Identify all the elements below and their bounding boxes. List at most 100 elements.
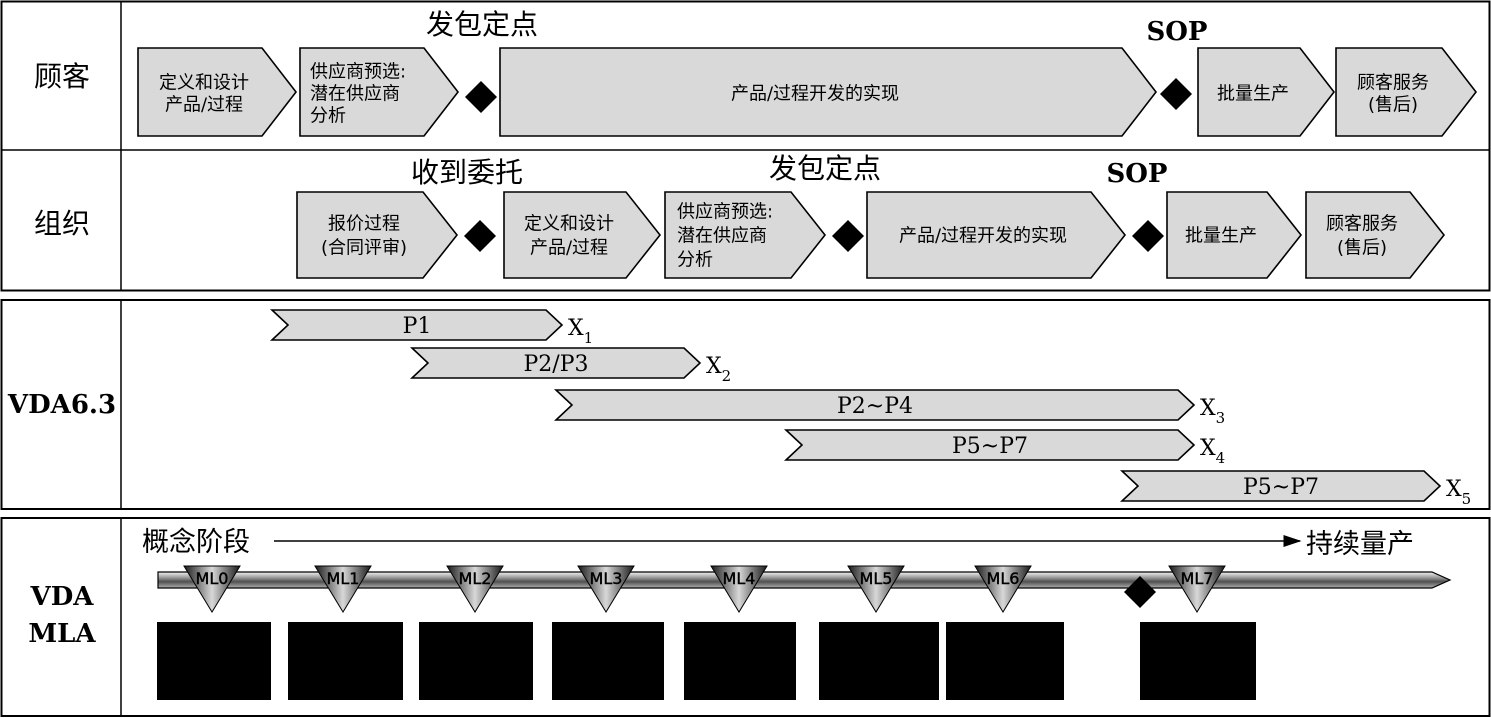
maturity-level-code: ML4 bbox=[723, 569, 756, 588]
maturity-level-code: ML1 bbox=[327, 569, 360, 588]
diamond-mla bbox=[1124, 576, 1156, 608]
maturity-level-text: 创新 bbox=[195, 664, 233, 686]
vda63-phase-label: P1 bbox=[403, 314, 432, 339]
maturity-level-text: 任移交至生产/ bbox=[1144, 652, 1252, 672]
customer-milestone-sop: SOP bbox=[1147, 17, 1208, 47]
maturity-level-marker bbox=[314, 565, 372, 613]
maturity-level-marker bbox=[183, 565, 241, 613]
organization-step-arrows: 报价过程(合同评审)定义和设计产品/过程供应商预选:潜在供应商分析产品/过程开发… bbox=[296, 191, 1446, 279]
vda63-gate-label: X4 bbox=[1200, 436, 1225, 467]
maturity-level-text: 及要求的管理 bbox=[295, 676, 397, 696]
customer-step-arrow bbox=[137, 47, 298, 137]
organization-step-label: 产品/过程开发的实现 bbox=[899, 225, 1067, 246]
vda63-gate-index: 5 bbox=[1462, 490, 1472, 508]
vda63-gate-index: 1 bbox=[584, 329, 594, 347]
organization-step-label: (售后) bbox=[1337, 237, 1387, 258]
maturity-level-text: 出产品 bbox=[854, 676, 905, 696]
customer-step-arrow bbox=[1197, 47, 1336, 137]
vda63-phase-label: P5~P7 bbox=[952, 434, 1028, 459]
organization-step-arrow bbox=[866, 191, 1127, 279]
maturity-level-code: ML3 bbox=[590, 569, 623, 588]
organization-step-label: (合同评审) bbox=[321, 237, 407, 258]
row-label-customer: 顾客 bbox=[34, 60, 90, 93]
customer-step-arrow bbox=[1335, 47, 1478, 137]
maturity-level-text: 项目结束/责 bbox=[1153, 628, 1244, 648]
maturity-level-text: 及下订单 bbox=[438, 664, 514, 686]
customer-step-arrows: 定义和设计产品/过程供应商预选:潜在供应商分析产品/过程开发的实现批量生产顾客服… bbox=[137, 47, 1478, 137]
row-label-vda63: VDA6.3 bbox=[7, 390, 116, 420]
customer-step-label: 批量生产 bbox=[1217, 83, 1289, 104]
maturity-level-text: 生产开发 bbox=[176, 638, 252, 660]
customer-step-label: 供应商预选: bbox=[310, 61, 406, 82]
vda63-gate-label: X5 bbox=[1446, 477, 1471, 508]
maturity-level-text: 技术规范 bbox=[570, 638, 646, 660]
org-milestone-order-received: 收到委托 bbox=[411, 156, 523, 189]
maturity-level-text: 从量产的工 bbox=[837, 628, 922, 648]
maturity-level-box bbox=[288, 622, 403, 700]
maturity-level-text: 完成 bbox=[721, 664, 759, 686]
customer-step-arrow bbox=[499, 47, 1158, 137]
mla-end-label: 持续量产 bbox=[1306, 529, 1414, 560]
diamond-org-sop bbox=[1132, 220, 1164, 252]
maturity-level-code: ML6 bbox=[987, 569, 1020, 588]
vda63-phase-bar bbox=[1119, 470, 1442, 502]
organization-step-label: 报价过程 bbox=[328, 213, 400, 234]
customer-step-label: 产品/过程 bbox=[165, 94, 243, 115]
mla-section: VDA MLA 概念阶段 持续量产 ML0生产开发创新ML1对即将发布的委托内容… bbox=[0, 517, 1491, 717]
customer-step-label: 顾客服务 bbox=[1357, 72, 1429, 93]
organization-step-label: 分析 bbox=[677, 249, 713, 270]
org-milestone-award: 发包定点 bbox=[769, 152, 881, 185]
row-label-organization: 组织 bbox=[34, 207, 90, 240]
vda63-phase-bar bbox=[409, 347, 702, 379]
organization-step-arrow bbox=[503, 191, 662, 279]
maturity-level-code: ML5 bbox=[860, 569, 893, 588]
vda63-gate-label: X2 bbox=[706, 354, 731, 385]
row-label-vda: VDA bbox=[30, 582, 95, 612]
maturity-level-marker bbox=[847, 565, 905, 613]
organization-step-label: 供应商预选: bbox=[677, 201, 773, 222]
maturity-level-text: 定义供应链 bbox=[428, 638, 523, 660]
vda63-frame bbox=[0, 299, 1491, 510]
maturity-level-text: 对即将发布 bbox=[303, 628, 388, 648]
mla-frame bbox=[0, 517, 1491, 717]
maturity-level-text: 的委托内容 bbox=[303, 652, 388, 672]
maturity-level-box bbox=[946, 622, 1064, 700]
organization-step-arrow bbox=[1305, 191, 1446, 279]
maturity-level-marker bbox=[710, 565, 768, 613]
organization-step-label: 定义和设计 bbox=[524, 213, 614, 234]
maturity-level-box bbox=[157, 622, 271, 700]
maturity-level-box bbox=[419, 622, 533, 700]
vda63-phase-label: P5~P7 bbox=[1243, 475, 1319, 500]
maturity-level-code: ML7 bbox=[1181, 569, 1214, 588]
maturity-level-code: ML0 bbox=[196, 569, 229, 588]
maturity-level-text: 产品和过程 bbox=[957, 638, 1052, 660]
maturity-level-box bbox=[552, 622, 664, 700]
maturity-level-box bbox=[819, 622, 939, 700]
customer-step-label: 潜在供应商 bbox=[310, 83, 400, 104]
maturity-level-marker bbox=[1168, 565, 1226, 613]
vda63-gate-index: 4 bbox=[1216, 449, 1226, 467]
vda63-gate-index: 2 bbox=[722, 367, 732, 385]
diamond-customer-award bbox=[465, 81, 497, 113]
maturity-level-text: 批准 bbox=[986, 664, 1024, 686]
maturity-level-text: 生产策划 bbox=[702, 638, 778, 660]
vda63-gate-label: X1 bbox=[568, 316, 593, 347]
maturity-level-code: ML2 bbox=[459, 569, 492, 588]
organization-step-label: 潜在供应商 bbox=[677, 225, 767, 246]
maturity-level-box bbox=[1140, 622, 1256, 700]
organization-step-label: 批量生产 bbox=[1185, 225, 1257, 246]
customer-milestone-award: 发包定点 bbox=[426, 8, 538, 41]
maturity-level-text: 放行 bbox=[589, 664, 627, 686]
diamond-org-order bbox=[464, 220, 496, 252]
vda63-phase-bar bbox=[553, 389, 1196, 421]
organization-step-label: 顾客服务 bbox=[1326, 213, 1398, 234]
customer-step-label: 产品/过程开发的实现 bbox=[731, 83, 899, 104]
vda63-phase-label: P2/P3 bbox=[523, 352, 588, 377]
maturity-level-box bbox=[684, 622, 796, 700]
organization-step-arrow bbox=[296, 191, 459, 279]
customer-step-arrow bbox=[299, 47, 460, 137]
maturity-level-text: 装设备生产 bbox=[837, 652, 922, 672]
